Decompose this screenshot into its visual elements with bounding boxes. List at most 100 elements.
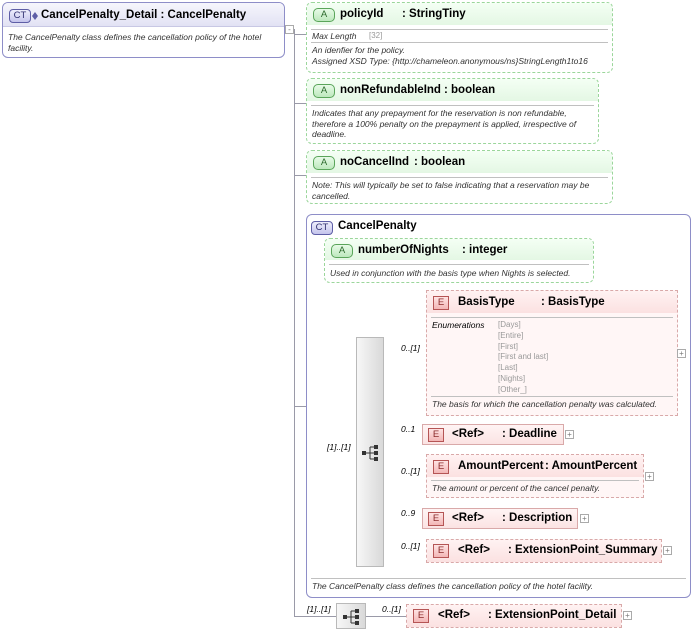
element-name: AmountPercent: [458, 460, 544, 472]
connector-extensionpoint-detail: [366, 616, 406, 617]
sequence-compositor-icon: [343, 609, 359, 625]
element-amountpercent[interactable]: E AmountPercent : AmountPercent The amou…: [426, 454, 644, 498]
element-basistype-header: [427, 291, 677, 313]
attribute-description: Used in conjunction with the basis type …: [330, 268, 571, 278]
description-line: Note: This will typically be set to fals…: [312, 180, 590, 190]
description-line: cancelled.: [312, 190, 351, 201]
attribute-description: An idenfier for the policy. Assigned XSD…: [312, 45, 612, 66]
attribute-type: : boolean: [444, 84, 496, 96]
diamond-connector-icon: [32, 12, 38, 20]
attribute-nocancelind-header: [307, 151, 612, 173]
element-name: : Description: [502, 512, 573, 524]
connector-cancelpenalty: [294, 406, 308, 407]
attribute-name: nonRefundableInd: [340, 84, 441, 96]
sequence-compositor[interactable]: [356, 337, 384, 567]
plus-icon[interactable]: -: [285, 25, 294, 34]
attribute-type: : integer: [462, 244, 508, 256]
plus-icon[interactable]: +: [677, 349, 686, 358]
sequence-cardinality: [1]..[1]: [307, 604, 331, 614]
plus-icon[interactable]: +: [565, 430, 574, 439]
cancelpenalty-description: The CancelPenalty class defines the canc…: [312, 581, 593, 591]
attribute-icon: A: [313, 156, 335, 170]
enumerations-list: [Days] [Entire] [First] [First and last]…: [498, 320, 548, 396]
element-icon: E: [428, 512, 444, 526]
facet-value: [32]: [369, 31, 383, 40]
attribute-type: : boolean: [414, 156, 466, 168]
description-line: Indicates that any prepayment for the re…: [312, 108, 567, 118]
enumeration-value: [Other_]: [498, 384, 527, 394]
element-ref-extensionpoint-summary[interactable]: E <Ref> : ExtensionPoint_Summary: [426, 539, 662, 563]
attribute-numberofnights[interactable]: A numberOfNights : integer Used in conju…: [324, 238, 594, 283]
element-basistype[interactable]: E BasisType : BasisType Enumerations [Da…: [426, 290, 678, 416]
attribute-nonrefundableind[interactable]: A nonRefundableInd : boolean Indicates t…: [306, 78, 599, 144]
description-line: Assigned XSD Type: {http://chameleon.ano…: [312, 55, 588, 66]
root-complex-type[interactable]: CT CancelPenalty_Detail : CancelPenalty …: [2, 2, 285, 58]
attribute-type: : StringTiny: [402, 8, 466, 20]
plus-icon[interactable]: +: [645, 472, 654, 481]
attribute-icon: A: [331, 244, 353, 258]
element-name: : ExtensionPoint_Detail: [488, 609, 617, 621]
enumeration-value: [Last]: [498, 363, 518, 373]
plus-icon[interactable]: +: [623, 611, 632, 620]
element-ref-deadline[interactable]: E <Ref> : Deadline: [422, 424, 564, 445]
description-line: deadline.: [312, 129, 347, 139]
sequence-compositor[interactable]: [336, 603, 366, 629]
plus-icon[interactable]: +: [580, 514, 589, 523]
element-description: The basis for which the cancellation pen…: [432, 399, 657, 409]
separator: [431, 317, 673, 318]
attribute-name: noCancelInd: [340, 156, 410, 168]
separator: [431, 396, 673, 397]
enumeration-value: [First and last]: [498, 352, 549, 362]
attribute-icon: A: [313, 84, 335, 98]
separator: [311, 177, 608, 178]
separator: [431, 480, 639, 481]
connector-nonrefundable: [294, 103, 308, 104]
element-description: The amount or percent of the cancel pena…: [432, 483, 601, 493]
plus-icon[interactable]: +: [663, 546, 672, 555]
attribute-nocancelind[interactable]: A noCancelInd : boolean Note: This will …: [306, 150, 613, 204]
element-ref-extensionpoint-detail-header: [407, 605, 621, 627]
element-name: BasisType: [458, 296, 515, 308]
root-trunk-line: [294, 29, 295, 617]
element-ref-description[interactable]: E <Ref> : Description: [422, 508, 578, 529]
description-line: An idenfier for the policy.: [312, 45, 405, 55]
element-cardinality: 0..[1]: [401, 541, 420, 551]
description-line: therefore a 100% penalty on the prepayme…: [312, 118, 577, 129]
complex-type-icon: CT: [9, 9, 31, 23]
complex-type-icon: CT: [311, 221, 333, 235]
attribute-nonrefundableind-header: [307, 79, 598, 101]
attribute-name: numberOfNights: [358, 244, 449, 256]
element-type: : AmountPercent: [545, 460, 638, 472]
element-icon: E: [433, 544, 449, 558]
attribute-policyid[interactable]: A policyId : StringTiny Max Length [32] …: [306, 2, 613, 73]
element-name: : Deadline: [502, 428, 557, 440]
attribute-policyid-header: [307, 3, 612, 25]
separator: [311, 578, 686, 579]
attribute-description: Indicates that any prepayment for the re…: [312, 108, 600, 140]
element-cardinality: 0..9: [401, 508, 416, 518]
cancelpenalty-title: CancelPenalty: [338, 220, 417, 232]
attribute-icon: A: [313, 8, 335, 22]
separator: [329, 264, 589, 265]
attribute-description: Note: This will typically be set to fals…: [312, 180, 612, 201]
enumerations-label: Enumerations: [432, 320, 485, 330]
connector-bottom-sequence: [294, 616, 336, 617]
element-ref: <Ref>: [458, 544, 490, 556]
element-icon: E: [433, 460, 449, 474]
element-type: : BasisType: [541, 296, 605, 308]
attribute-name: policyId: [340, 8, 384, 20]
separator: [311, 29, 608, 30]
element-ref-extensionpoint-detail[interactable]: E <Ref> : ExtensionPoint_Detail: [406, 604, 622, 628]
element-icon: E: [433, 296, 449, 310]
element-icon: E: [413, 609, 429, 623]
enumeration-value: [First]: [498, 341, 518, 351]
connector-nocancel: [294, 175, 308, 176]
attribute-numberofnights-header: [325, 239, 593, 260]
element-name: : ExtensionPoint_Summary: [508, 544, 658, 556]
sequence-cardinality: [1]..[1]: [327, 442, 351, 452]
element-cardinality: 0..[1]: [401, 466, 420, 476]
root-header: [3, 3, 284, 27]
separator: [311, 42, 608, 43]
element-cardinality: 0..[1]: [401, 343, 420, 353]
separator: [311, 105, 594, 106]
